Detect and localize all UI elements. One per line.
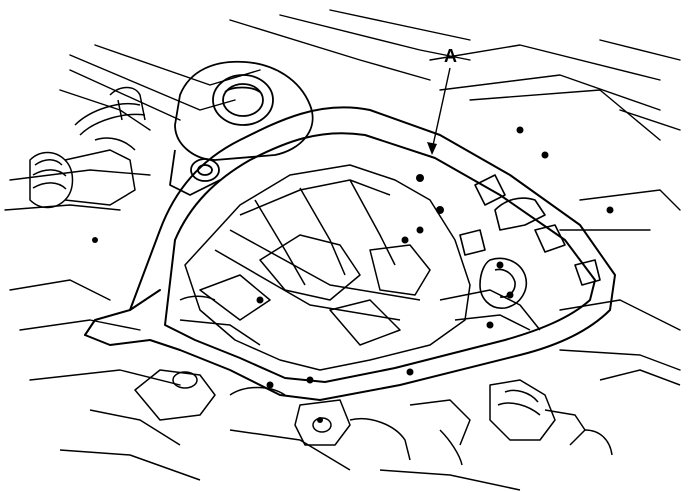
transmission-oil-pan [179, 164, 541, 371]
fastener-bolts [92, 126, 614, 423]
background-chassis-rails [4, 9, 681, 386]
left-axle-boot [29, 86, 146, 209]
lower-drive-components [59, 369, 681, 491]
callout-a-arrowhead [427, 142, 437, 155]
callout-a-leader [431, 67, 451, 151]
engine-mount-tower [169, 60, 314, 196]
callout-a: A [427, 46, 457, 155]
right-bracket-assembly [459, 174, 601, 309]
subframe-crossmember [84, 106, 616, 401]
callout-a-label: A [444, 46, 457, 66]
